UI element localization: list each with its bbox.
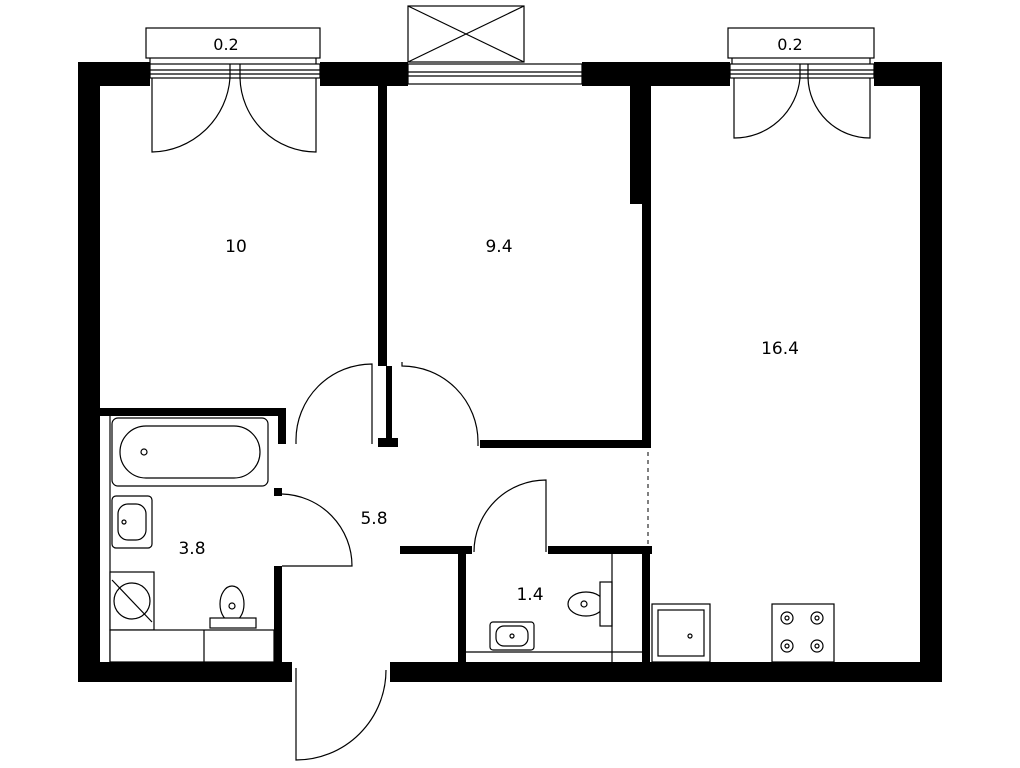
balcony-left (145, 27, 321, 64)
wc-toilet-icon (567, 581, 613, 627)
balcony-area-left: 0.2 (213, 35, 238, 54)
room-area-bedroom-left: 10 (225, 237, 247, 257)
room-area-wc: 1.4 (516, 585, 543, 605)
window-left (149, 63, 321, 79)
door-wc (473, 479, 547, 553)
toilet-icon (209, 585, 257, 629)
wc-sink-icon (489, 621, 535, 651)
room-area-kitchen-living: 16.4 (761, 339, 799, 359)
washing-machine-icon (109, 571, 155, 631)
room-area-bedroom-middle: 9.4 (485, 237, 512, 257)
balcony-right (727, 27, 875, 64)
sink-icon (111, 495, 153, 549)
door-left-bedroom (295, 363, 373, 444)
stove-icon (771, 603, 835, 663)
door-bathroom (281, 493, 353, 567)
room-area-hallway: 5.8 (360, 509, 387, 529)
bathroom-counter (109, 629, 275, 663)
interior-walls (98, 86, 652, 666)
window-middle (407, 63, 583, 85)
ventilation-box (407, 5, 525, 63)
balcony-door-right (733, 77, 871, 139)
room-area-bathroom: 3.8 (178, 539, 205, 559)
kitchen-sink-icon (651, 603, 711, 663)
bathtub-icon (111, 417, 269, 487)
outer-walls (78, 62, 942, 682)
window-right (729, 63, 875, 79)
balcony-area-right: 0.2 (777, 35, 802, 54)
door-middle-bedroom (401, 362, 479, 446)
entrance-door (295, 668, 387, 761)
balcony-door-left (151, 77, 317, 153)
